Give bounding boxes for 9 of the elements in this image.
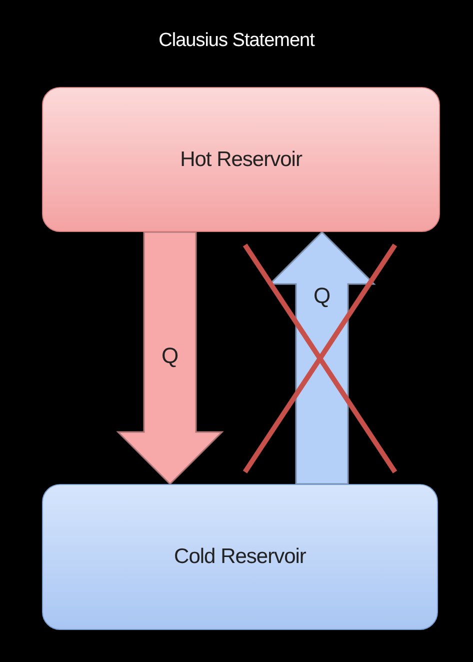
edge-label: Q (161, 343, 179, 369)
reservoir-label: Cold Reservoir (174, 545, 306, 569)
reservoir-label: Hot Reservoir (180, 148, 302, 172)
block-arrow (116, 231, 224, 486)
reservoir-box (42, 484, 438, 630)
edge-label: Q (313, 283, 331, 309)
block-arrow (268, 230, 376, 485)
diagram-title: Clausius Statement (158, 30, 316, 52)
reservoir-box (42, 87, 440, 232)
